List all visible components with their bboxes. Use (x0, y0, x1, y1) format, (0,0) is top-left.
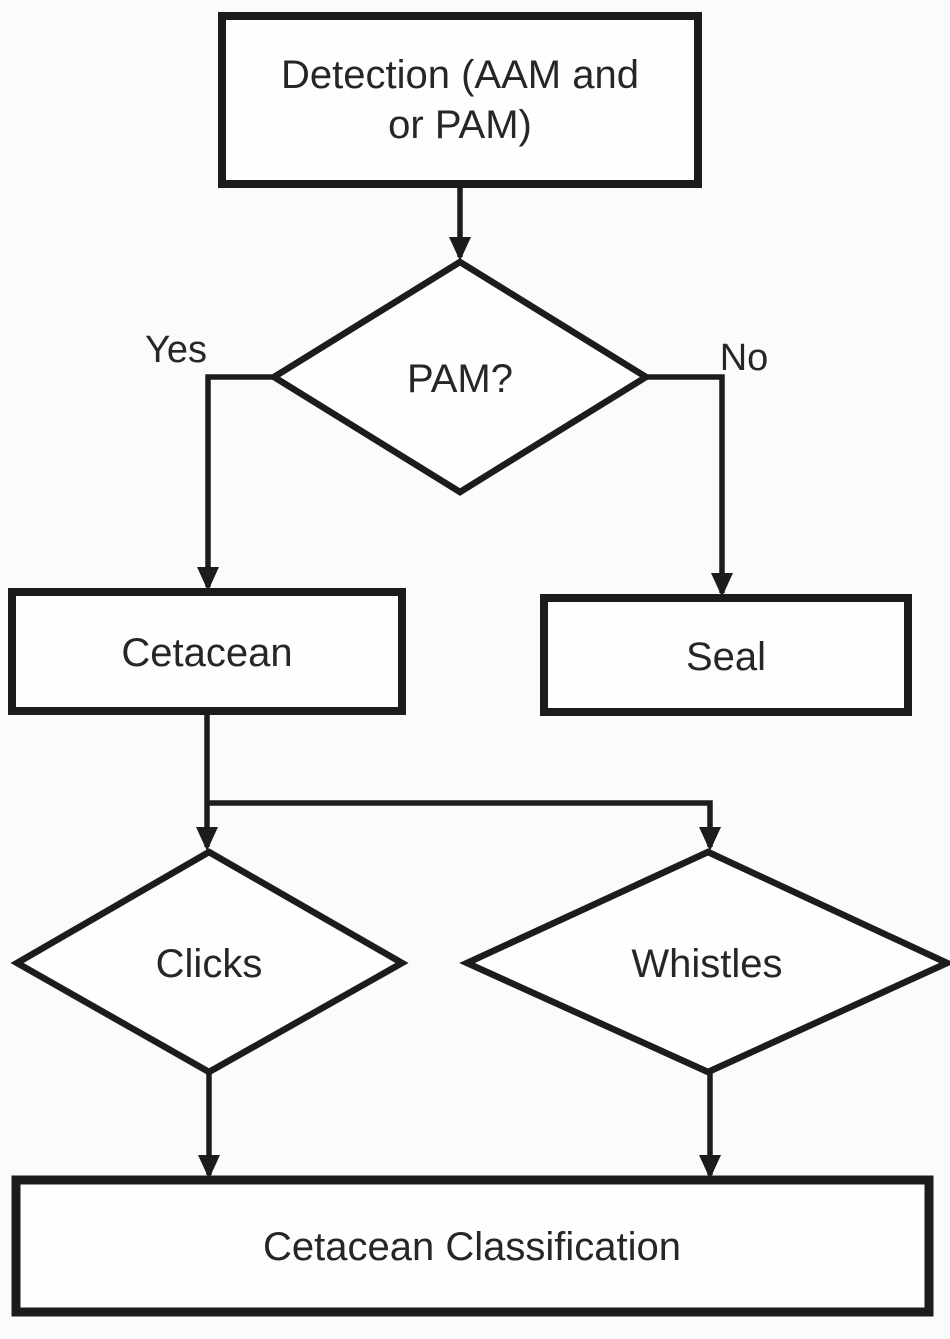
node-clicks-decision: Clicks (10, 848, 409, 1076)
edge-pam-no-to-seal (646, 374, 733, 597)
cetacean-box (8, 588, 406, 715)
connectors (196, 184, 733, 1179)
classification-box (11, 1175, 934, 1317)
edge-cetacean-to-whistles (207, 800, 721, 851)
node-detection: Detection (AAM and or PAM) (218, 12, 702, 188)
classification-label: Cetacean Classification (263, 1225, 681, 1269)
node-cetacean: Cetacean (8, 588, 406, 715)
whistles-diamond (459, 848, 950, 1076)
node-pam-decision: PAM? (267, 258, 653, 496)
edge-label-no: No (720, 337, 769, 379)
node-seal: Seal (540, 594, 912, 716)
node-whistles-decision: Whistles (459, 848, 950, 1076)
detection-label-line2: or PAM) (388, 103, 532, 147)
clicks-diamond (10, 848, 409, 1076)
edge-pam-yes-to-cetacean (197, 374, 274, 591)
edge-label-yes: Yes (145, 329, 207, 371)
pam-label: PAM? (407, 357, 513, 401)
cetacean-label: Cetacean (121, 631, 292, 675)
detection-box (218, 12, 702, 188)
seal-box (540, 594, 912, 716)
detection-label-line1: Detection (AAM and (281, 53, 639, 97)
pam-diamond (267, 258, 653, 496)
node-classification: Cetacean Classification (11, 1175, 934, 1317)
seal-label: Seal (686, 635, 766, 679)
whistles-label: Whistles (631, 942, 782, 986)
clicks-label: Clicks (156, 942, 263, 986)
